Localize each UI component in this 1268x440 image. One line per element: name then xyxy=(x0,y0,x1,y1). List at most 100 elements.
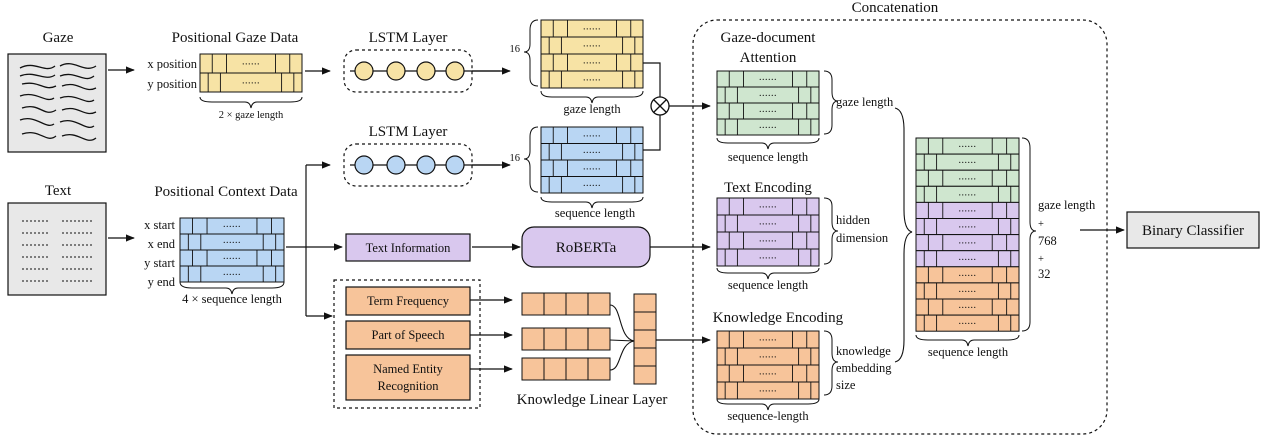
lstm1-output-row: ...... xyxy=(540,53,644,72)
concat-dots: ...... xyxy=(959,155,977,166)
concat-dots: ...... xyxy=(959,203,977,214)
lstm-layer-1-box xyxy=(343,49,473,93)
concat-dots: ...... xyxy=(959,187,977,198)
concat-dots: ...... xyxy=(959,220,977,231)
gaze-length-bottom-label: gaze length xyxy=(563,102,621,116)
multiply-node xyxy=(643,62,670,151)
knowledge-encoding-row: ...... xyxy=(716,347,820,366)
gda-row: ...... xyxy=(716,70,820,88)
x-start-label: x start xyxy=(144,218,175,232)
te-bottom-label: sequence length xyxy=(728,278,809,292)
y-end-label: y end xyxy=(148,275,176,289)
knowledge-features-group xyxy=(333,279,481,409)
context-brace xyxy=(179,281,285,295)
gaze-data-dots: ...... xyxy=(242,76,260,87)
gda-right-label: gaze length xyxy=(836,95,894,109)
ke-right-label-1: knowledge xyxy=(836,344,891,358)
gda-right-brace xyxy=(823,70,839,135)
concat-right-label-1: gaze length xyxy=(1038,198,1096,212)
gaze-brace-label: 2 × gaze length xyxy=(219,110,284,121)
concat-right-label-5: 32 xyxy=(1038,267,1051,281)
sequence-length-bottom-label: sequence length xyxy=(555,206,636,220)
concat-row: ...... xyxy=(915,250,1020,268)
concatenation-box xyxy=(692,19,1108,435)
concat-dots: ...... xyxy=(959,268,977,279)
knowledge-encoding-matrix: ........................ xyxy=(716,330,820,400)
out16-b-label: 16 xyxy=(510,153,521,164)
ke-right-label-2: embedding xyxy=(836,361,892,375)
gda-row: ...... xyxy=(716,118,820,136)
knowledge-linear-row xyxy=(521,327,611,351)
text-encoding-row: ...... xyxy=(716,231,820,250)
knowledge-linear-column-cell xyxy=(633,329,657,349)
concat-merge-brace xyxy=(894,107,913,363)
lstm1-output-dots: ...... xyxy=(583,39,601,50)
y-start-label: y start xyxy=(144,256,175,270)
concat-row: ...... xyxy=(915,234,1020,252)
gda-dots: ...... xyxy=(759,72,777,83)
lstm2-output-row: ...... xyxy=(540,126,644,144)
ner-label-line1: Named Entity xyxy=(373,362,444,376)
text-encoding-matrix: ........................ xyxy=(716,197,820,267)
text-encoding-dots: ...... xyxy=(759,234,777,245)
gda-bottom-brace xyxy=(716,137,820,150)
ke-right-label-3: size xyxy=(836,378,856,392)
concat-row: ...... xyxy=(915,137,1020,155)
roberta-label: RoBERTa xyxy=(556,240,617,256)
lstm-layer-2-cells xyxy=(350,155,500,175)
concat-row: ...... xyxy=(915,298,1020,316)
context-data-matrix: ........................ xyxy=(179,217,285,283)
concat-row: ...... xyxy=(915,282,1020,300)
lstm2-output-row: ...... xyxy=(540,176,644,194)
context-branch-lines xyxy=(286,161,343,320)
gda-dots: ...... xyxy=(759,104,777,115)
lstm1-output-dots: ...... xyxy=(583,56,601,67)
context-data-dots: ...... xyxy=(223,251,241,262)
text-encoding-dots: ...... xyxy=(759,200,777,211)
gaze-data-matrix: ............ xyxy=(199,53,303,93)
knowledge-encoding-dots: ...... xyxy=(759,333,777,344)
ner-box xyxy=(345,354,471,401)
lstm2-output-dots: ...... xyxy=(583,178,601,189)
lstm2-output-matrix: ........................ xyxy=(540,126,644,194)
knowledge-encoding-row: ...... xyxy=(716,381,820,400)
context-data-row: ...... xyxy=(179,249,285,267)
text-encoding-dots: ...... xyxy=(759,251,777,262)
concat-bottom-label: sequence length xyxy=(928,345,1009,359)
concat-row: ...... xyxy=(915,218,1020,236)
gaze-brace xyxy=(199,96,303,109)
gda-row: ...... xyxy=(716,86,820,104)
knowledge-encoding-title: Knowledge Encoding xyxy=(713,310,844,326)
gda-title-line1: Gaze-document xyxy=(721,30,817,46)
lstm-layer-2-box xyxy=(343,143,473,187)
positional-context-data-title: Positional Context Data xyxy=(154,184,298,200)
concat-row: ...... xyxy=(915,169,1020,187)
knowledge-linear-layer-label: Knowledge Linear Layer xyxy=(517,392,668,408)
binary-classifier-box xyxy=(1126,211,1260,249)
y-position-label: y position xyxy=(147,77,197,91)
concat-dots: ...... xyxy=(959,171,977,182)
gda-dots: ...... xyxy=(759,120,777,131)
concat-row: ...... xyxy=(915,201,1020,219)
concat-right-label-4: + xyxy=(1038,254,1044,265)
context-data-row: ...... xyxy=(179,265,285,283)
knowledge-linear-row xyxy=(521,357,611,381)
context-data-row: ...... xyxy=(179,217,285,235)
te-right-label-1: hidden xyxy=(836,213,871,227)
gaze-title: Gaze xyxy=(43,30,74,46)
gaze-length-brace xyxy=(540,90,644,104)
concat-dots: ...... xyxy=(959,284,977,295)
gda-title-line2: Attention xyxy=(740,50,797,66)
concat-bottom-brace xyxy=(915,334,1020,347)
knowledge-encoding-dots: ...... xyxy=(759,350,777,361)
concat-dots: ...... xyxy=(959,236,977,247)
lstm2-output-dots: ...... xyxy=(583,128,601,139)
text-information-label: Text Information xyxy=(366,241,452,255)
concat-row: ...... xyxy=(915,153,1020,171)
term-frequency-box xyxy=(345,286,471,316)
concat-row: ...... xyxy=(915,314,1020,332)
gaze-data-dots: ...... xyxy=(242,57,260,68)
lstm1-output-dots: ...... xyxy=(583,73,601,84)
knowledge-encoding-dots: ...... xyxy=(759,384,777,395)
